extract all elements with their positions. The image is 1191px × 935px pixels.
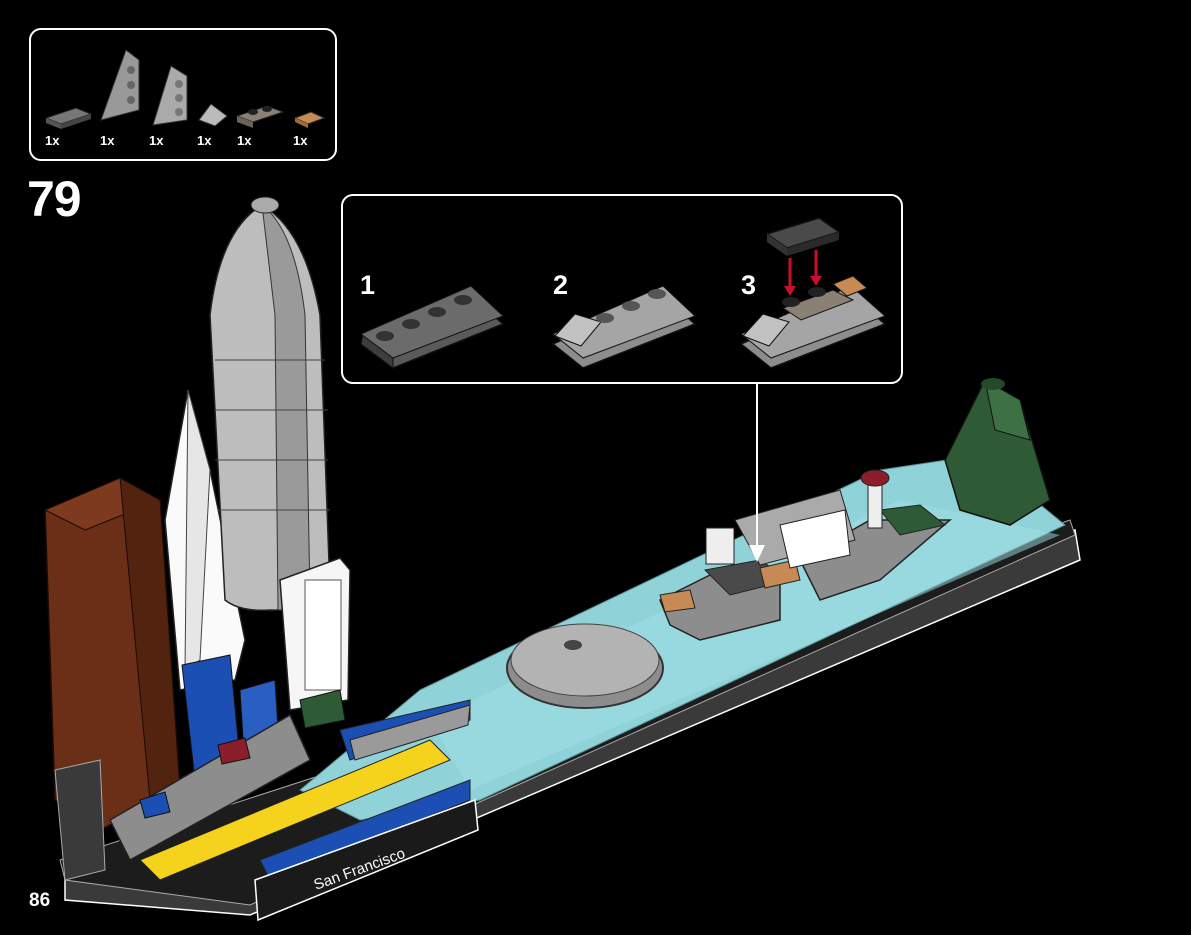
- page-number: 86: [29, 890, 50, 912]
- substep-1-wedge-plate: [361, 286, 503, 368]
- green-hill: [945, 378, 1050, 525]
- substep-2-with-slope: [553, 286, 695, 368]
- substep-3-with-plate: [741, 218, 885, 368]
- substep-callout: 1 2 3: [341, 194, 903, 384]
- grey-tower: [210, 197, 330, 610]
- white-building: [280, 558, 350, 710]
- island-oval: [507, 624, 663, 708]
- substep-illustrations: [343, 196, 905, 386]
